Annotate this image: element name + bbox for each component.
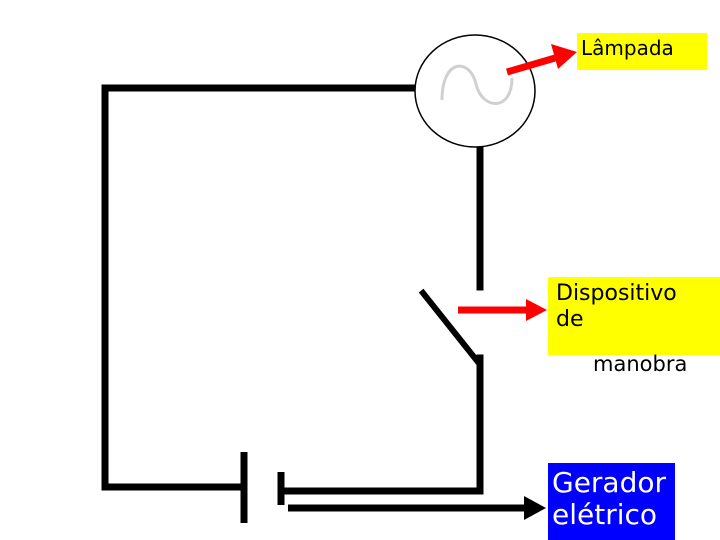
lamp-label-text: Lâmpada xyxy=(581,36,674,60)
switch-label: Dispositivo de xyxy=(548,277,720,355)
pointer-arrows xyxy=(288,44,577,520)
lamp-label: Lâmpada xyxy=(577,33,707,70)
generator-label-line-2: elétrico xyxy=(552,498,658,532)
wire-left-top xyxy=(101,84,427,491)
wire-switch-to-generator xyxy=(279,354,484,495)
generator-arrow-head xyxy=(524,496,546,520)
switch-label-line-2: de xyxy=(556,307,584,333)
circuit-wires xyxy=(101,84,484,495)
lamp-arrow-head xyxy=(551,44,577,69)
generator-label-line-1: Gerador xyxy=(552,466,667,499)
generator-symbol xyxy=(240,452,285,523)
switch-label-line-3: manobra xyxy=(593,352,688,376)
switch-blade xyxy=(418,288,483,367)
lamp-circle xyxy=(414,34,536,148)
lamp-symbol xyxy=(414,34,536,148)
ac-source-sine-icon xyxy=(440,64,514,105)
lamp-arrow-shaft xyxy=(506,54,556,76)
switch-label-line-1: Dispositivo xyxy=(556,281,677,306)
switch-label-continued: manobra xyxy=(593,350,713,380)
generator-label: Gerador elétrico xyxy=(548,463,675,540)
switch-arrow-head xyxy=(526,299,547,321)
